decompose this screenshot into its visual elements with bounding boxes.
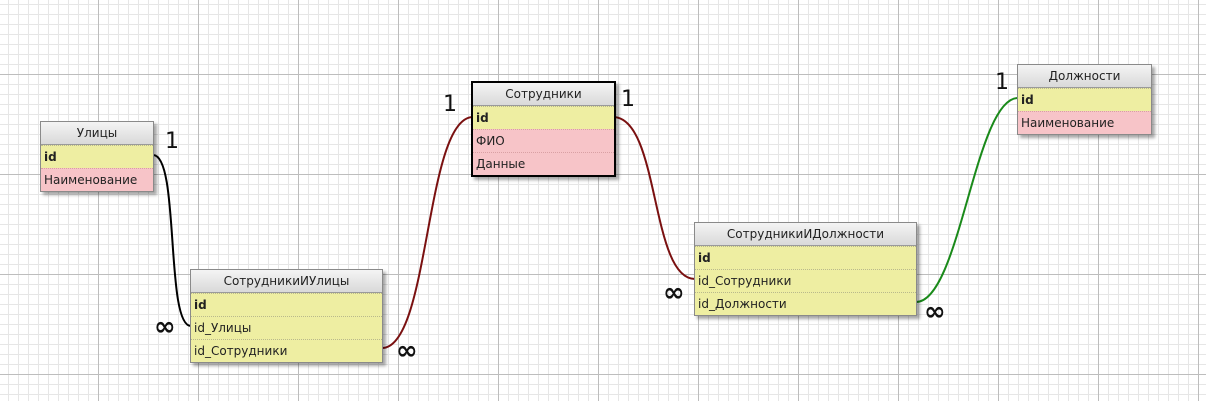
- field-id-sotrudniki[interactable]: id_Сотрудники: [695, 269, 916, 292]
- table-sotrudniki-title: Сотрудники: [473, 83, 614, 106]
- cardinality-one-sotrudniki-left: 1: [443, 92, 457, 117]
- field-id[interactable]: id: [41, 145, 153, 168]
- link-sotrudniki-sotrudniki-ulitsy[interactable]: [381, 116, 474, 349]
- table-sotrudniki-dolzhnosti[interactable]: СотрудникиИДолжности id id_Сотрудники id…: [694, 222, 917, 316]
- cardinality-one-sotrudniki-right: 1: [621, 87, 635, 112]
- field-naimenovanie[interactable]: Наименование: [41, 168, 153, 191]
- cardinality-one-dolzhnosti: 1: [995, 70, 1009, 95]
- field-id-sotrudniki[interactable]: id_Сотрудники: [191, 339, 382, 362]
- table-sotrudniki-dolzhnosti-title: СотрудникиИДолжности: [695, 223, 916, 246]
- field-id[interactable]: id: [191, 293, 382, 316]
- field-dannye[interactable]: Данные: [473, 152, 614, 175]
- field-id-dolzhnosti[interactable]: id_Должности: [695, 292, 916, 315]
- cardinality-one-ulitsy: 1: [165, 129, 179, 154]
- field-fio[interactable]: ФИО: [473, 129, 614, 152]
- table-ulitsy-title: Улицы: [41, 122, 153, 145]
- table-dolzhnosti[interactable]: Должности id Наименование: [1017, 64, 1152, 135]
- table-sotrudniki-ulitsy[interactable]: СотрудникиИУлицы id id_Улицы id_Сотрудни…: [190, 269, 383, 363]
- field-naimenovanie[interactable]: Наименование: [1018, 111, 1151, 134]
- field-id-ulitsy[interactable]: id_Улицы: [191, 316, 382, 339]
- link-sotrudniki-sotrudniki-dolzhnosti[interactable]: [612, 116, 696, 280]
- field-id[interactable]: id: [1018, 88, 1151, 111]
- link-ulitsy-sotrudniki-ulitsy[interactable]: [152, 154, 192, 327]
- table-sotrudniki-ulitsy-title: СотрудникиИУлицы: [191, 270, 382, 293]
- field-id[interactable]: id: [695, 246, 916, 269]
- table-ulitsy[interactable]: Улицы id Наименование: [40, 121, 154, 192]
- table-dolzhnosti-title: Должности: [1018, 65, 1151, 88]
- field-id[interactable]: id: [473, 106, 614, 129]
- table-sotrudniki[interactable]: Сотрудники id ФИО Данные: [471, 81, 616, 177]
- cardinality-many-sotrudniki-dolzhnosti: ∞: [663, 278, 685, 308]
- cardinality-many-ulitsy: ∞: [154, 312, 176, 342]
- cardinality-many-dolzhnosti: ∞: [924, 297, 946, 327]
- link-dolzhnosti-sotrudniki-dolzhnosti[interactable]: [915, 97, 1019, 303]
- cardinality-many-sotrudniki-ulitsy: ∞: [396, 336, 418, 366]
